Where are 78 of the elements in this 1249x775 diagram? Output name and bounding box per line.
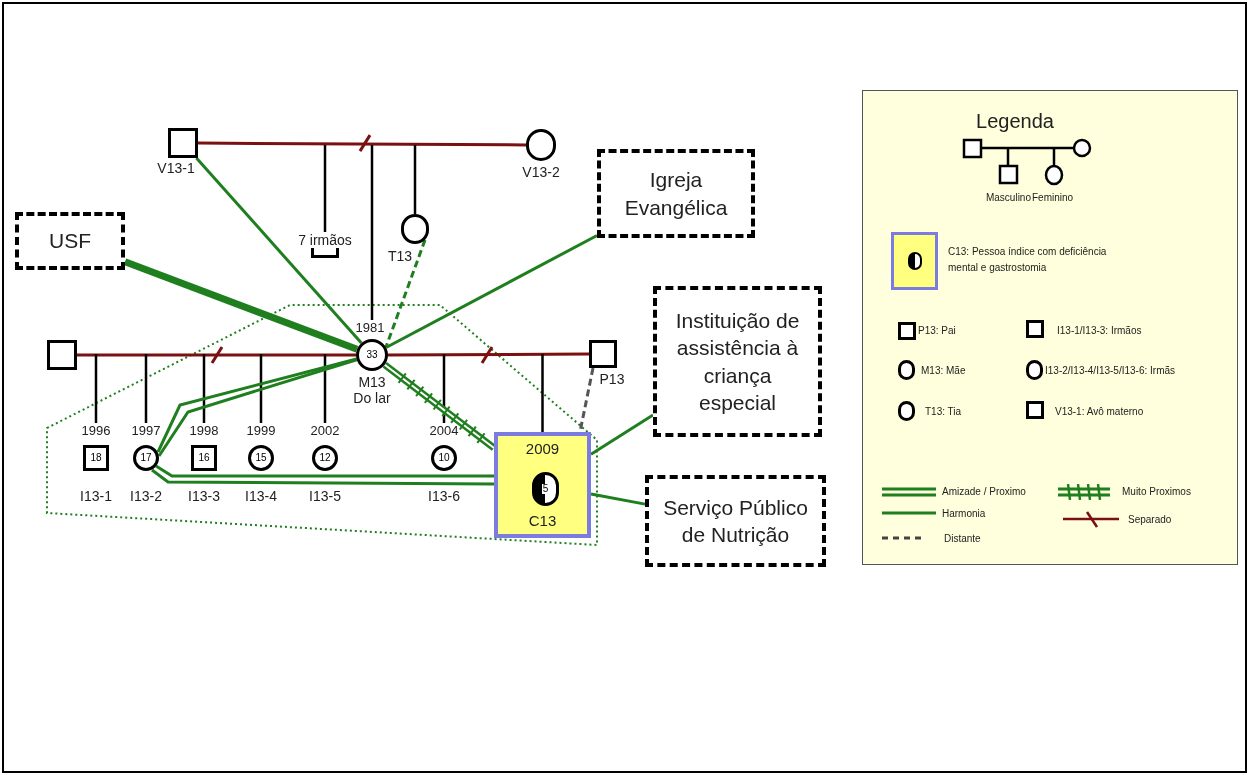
person-label: I13-2 bbox=[129, 488, 163, 504]
resource-box bbox=[645, 475, 826, 567]
birth-year: 1981 bbox=[354, 320, 386, 336]
birth-year: 1997 bbox=[130, 423, 162, 439]
resource-box bbox=[653, 286, 822, 437]
birth-year: 2004 bbox=[428, 423, 460, 439]
resource-label: Instituição de assistência à criança especial bbox=[674, 307, 801, 416]
descent-line bbox=[442, 354, 446, 423]
person-label: I13-3 bbox=[187, 488, 221, 504]
person-label: I13-5 bbox=[308, 488, 342, 504]
descent-line bbox=[323, 354, 327, 423]
descent-line bbox=[541, 354, 544, 432]
birth-year: 2009 bbox=[525, 440, 560, 458]
person-label: I13-1 bbox=[79, 488, 113, 504]
legend-label: C13: Pessoa índice com deficiência mental e gastrostomia bbox=[948, 245, 1108, 275]
resource-box bbox=[597, 149, 755, 238]
resource-box bbox=[15, 212, 125, 270]
birth-year: 1998 bbox=[188, 423, 220, 439]
person-label: C13 bbox=[528, 512, 557, 530]
age-number: 18 bbox=[90, 453, 102, 463]
age-number: 5 bbox=[541, 484, 550, 494]
legend-title: Legenda bbox=[975, 109, 1055, 134]
age-number: 15 bbox=[255, 453, 267, 463]
legend-label: T13: Tia bbox=[925, 405, 963, 419]
legend-label: Amizade / Proximo bbox=[942, 485, 1027, 499]
legend-label: I13-1/I13-3: Irmãos bbox=[1057, 324, 1143, 338]
square-person-symbol bbox=[589, 340, 617, 368]
legend-label: Distante bbox=[944, 532, 982, 546]
square-person-symbol bbox=[83, 445, 109, 471]
person-label: T13 bbox=[386, 248, 414, 264]
person-label: P13 bbox=[598, 371, 626, 387]
legend-label: I13-2/I13-4/I13-5/I13-6: Irmãs bbox=[1045, 364, 1177, 378]
circle-person-symbol bbox=[312, 445, 338, 471]
birth-year: 1999 bbox=[245, 423, 277, 439]
legend-label: Separado bbox=[1128, 513, 1173, 527]
birth-year: 2002 bbox=[309, 423, 341, 439]
square-person-symbol bbox=[191, 445, 217, 471]
birth-year: 1996 bbox=[80, 423, 112, 439]
circle-person-symbol bbox=[248, 445, 274, 471]
legend-label: V13-1: Avô materno bbox=[1055, 405, 1145, 419]
resource-label: USF bbox=[49, 228, 91, 255]
legend-label: Muito Proximos bbox=[1122, 485, 1192, 499]
descent-line bbox=[94, 354, 98, 423]
circle-person-symbol bbox=[431, 445, 457, 471]
descent-line bbox=[323, 145, 327, 232]
descent-line bbox=[413, 145, 417, 214]
circle-person-symbol bbox=[526, 129, 556, 161]
legend-label: P13: Pai bbox=[918, 324, 957, 338]
descent-line bbox=[370, 145, 374, 320]
descent-line bbox=[259, 354, 263, 423]
person-label: V13-1 bbox=[156, 160, 196, 176]
age-number: 10 bbox=[438, 453, 450, 463]
resource-label: Igreja Evangélica bbox=[623, 167, 729, 221]
age-number: 16 bbox=[198, 453, 210, 463]
person-label: I13-4 bbox=[244, 488, 278, 504]
circle-person-symbol bbox=[133, 445, 159, 471]
age-number: 12 bbox=[319, 453, 331, 463]
square-person-symbol bbox=[168, 128, 198, 158]
person-label: I13-6 bbox=[427, 488, 461, 504]
relation-line bbox=[590, 492, 646, 506]
circle-person-symbol bbox=[401, 214, 429, 244]
resource-label: Serviço Público de Nutrição bbox=[662, 494, 809, 548]
person-label: M13 Do lar bbox=[352, 374, 392, 406]
index-person-box bbox=[494, 432, 591, 538]
circle-person-symbol bbox=[356, 339, 388, 371]
square-person-symbol bbox=[47, 340, 77, 370]
person-label: V13-2 bbox=[521, 164, 561, 180]
legend-label: Harmonia bbox=[942, 507, 987, 521]
relation-line bbox=[195, 157, 363, 345]
legend-label: M13: Mãe bbox=[921, 364, 967, 378]
relation-line bbox=[590, 413, 654, 456]
group-label: 7 irmãos bbox=[298, 232, 352, 248]
legend-label: Feminino bbox=[1032, 191, 1075, 205]
age-number: 33 bbox=[366, 350, 378, 360]
legend-label: Masculino bbox=[984, 191, 1031, 205]
descent-line bbox=[202, 354, 206, 423]
age-number: 17 bbox=[140, 453, 152, 463]
descent-line bbox=[144, 354, 148, 423]
